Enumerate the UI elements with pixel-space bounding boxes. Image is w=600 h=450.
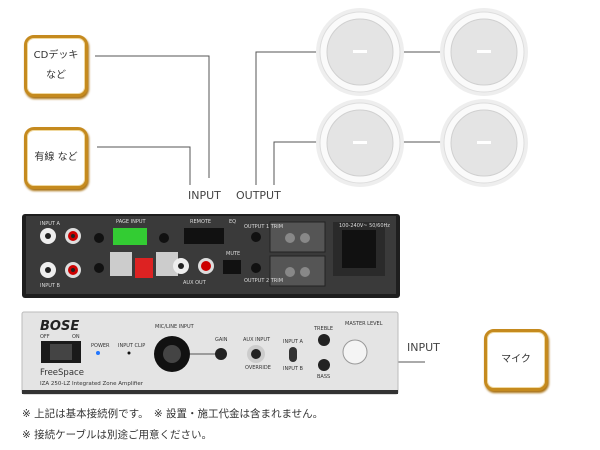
svg-text:POWER: POWER: [91, 343, 110, 349]
input-label: INPUT: [188, 189, 221, 202]
svg-text:INPUT CLIP: INPUT CLIP: [118, 343, 145, 349]
svg-text:GAIN: GAIN: [215, 337, 228, 343]
svg-text:MIC/LINE INPUT: MIC/LINE INPUT: [155, 324, 195, 330]
mic-input-label: INPUT: [407, 341, 440, 354]
output-label: OUTPUT: [236, 189, 281, 202]
ceiling-speakers: [316, 8, 528, 187]
speaker: [440, 99, 528, 187]
source-box-cd-deck: CDデッキなど: [24, 35, 88, 97]
svg-text:INPUT B: INPUT B: [283, 366, 304, 372]
svg-text:BASS: BASS: [317, 374, 330, 380]
bose-logo: BOSE: [40, 319, 79, 334]
svg-text:MASTER LEVEL: MASTER LEVEL: [345, 321, 383, 327]
source-box-mic: マイク: [484, 329, 548, 391]
rear-power-rating-label: 100-240V~ 50/60Hz: [339, 223, 390, 229]
rear-page-input-label: PAGE INPUT: [116, 219, 147, 225]
note-1: ※ 上記は基本接続例です。 ※ 設置・施工代金は含まれません。: [22, 408, 324, 420]
rear-input-a-label: INPUT A: [40, 221, 61, 227]
cd-label-1: CDデッキ: [33, 50, 79, 61]
cd-label-2: など: [46, 70, 66, 81]
cable-label: 有線 など: [34, 152, 78, 163]
svg-text:ON: ON: [72, 334, 80, 340]
rear-output2-trim-label: OUTPUT 2 TRIM: [244, 278, 283, 284]
svg-text:INPUT A: INPUT A: [283, 339, 304, 345]
rear-aux-out-label: AUX OUT: [183, 280, 207, 286]
mic-label: マイク: [501, 354, 531, 365]
rear-output1-trim-label: OUTPUT 1 TRIM: [244, 224, 283, 230]
speaker: [316, 8, 404, 96]
rear-input-b-label: INPUT B: [40, 283, 61, 289]
svg-text:IZA 250-LZ Integrated Zone Amp: IZA 250-LZ Integrated Zone Amplifier: [40, 381, 144, 387]
svg-text:FreeSpace: FreeSpace: [40, 368, 84, 378]
speaker: [316, 99, 404, 187]
amplifier-front-panel: BOSE OFF ON FreeSpace IZA 250-LZ Integra…: [21, 311, 399, 395]
rear-mute-label: MUTE: [226, 251, 240, 257]
note-2: ※ 接続ケーブルは別途ご用意ください。: [22, 429, 213, 441]
svg-text:TREBLE: TREBLE: [313, 326, 333, 332]
rear-remote-label: REMOTE: [190, 219, 211, 225]
svg-text:AUX INPUT: AUX INPUT: [243, 337, 271, 343]
svg-text:OVERRIDE: OVERRIDE: [245, 365, 271, 371]
amplifier-rear-panel: INPUT A INPUT B PAGE INPUT REMOTE EQ MUT…: [22, 214, 400, 298]
source-box-cable: 有線 など: [24, 127, 88, 189]
speaker: [440, 8, 528, 96]
svg-text:OFF: OFF: [40, 334, 50, 340]
rear-eq-label: EQ: [229, 219, 236, 225]
